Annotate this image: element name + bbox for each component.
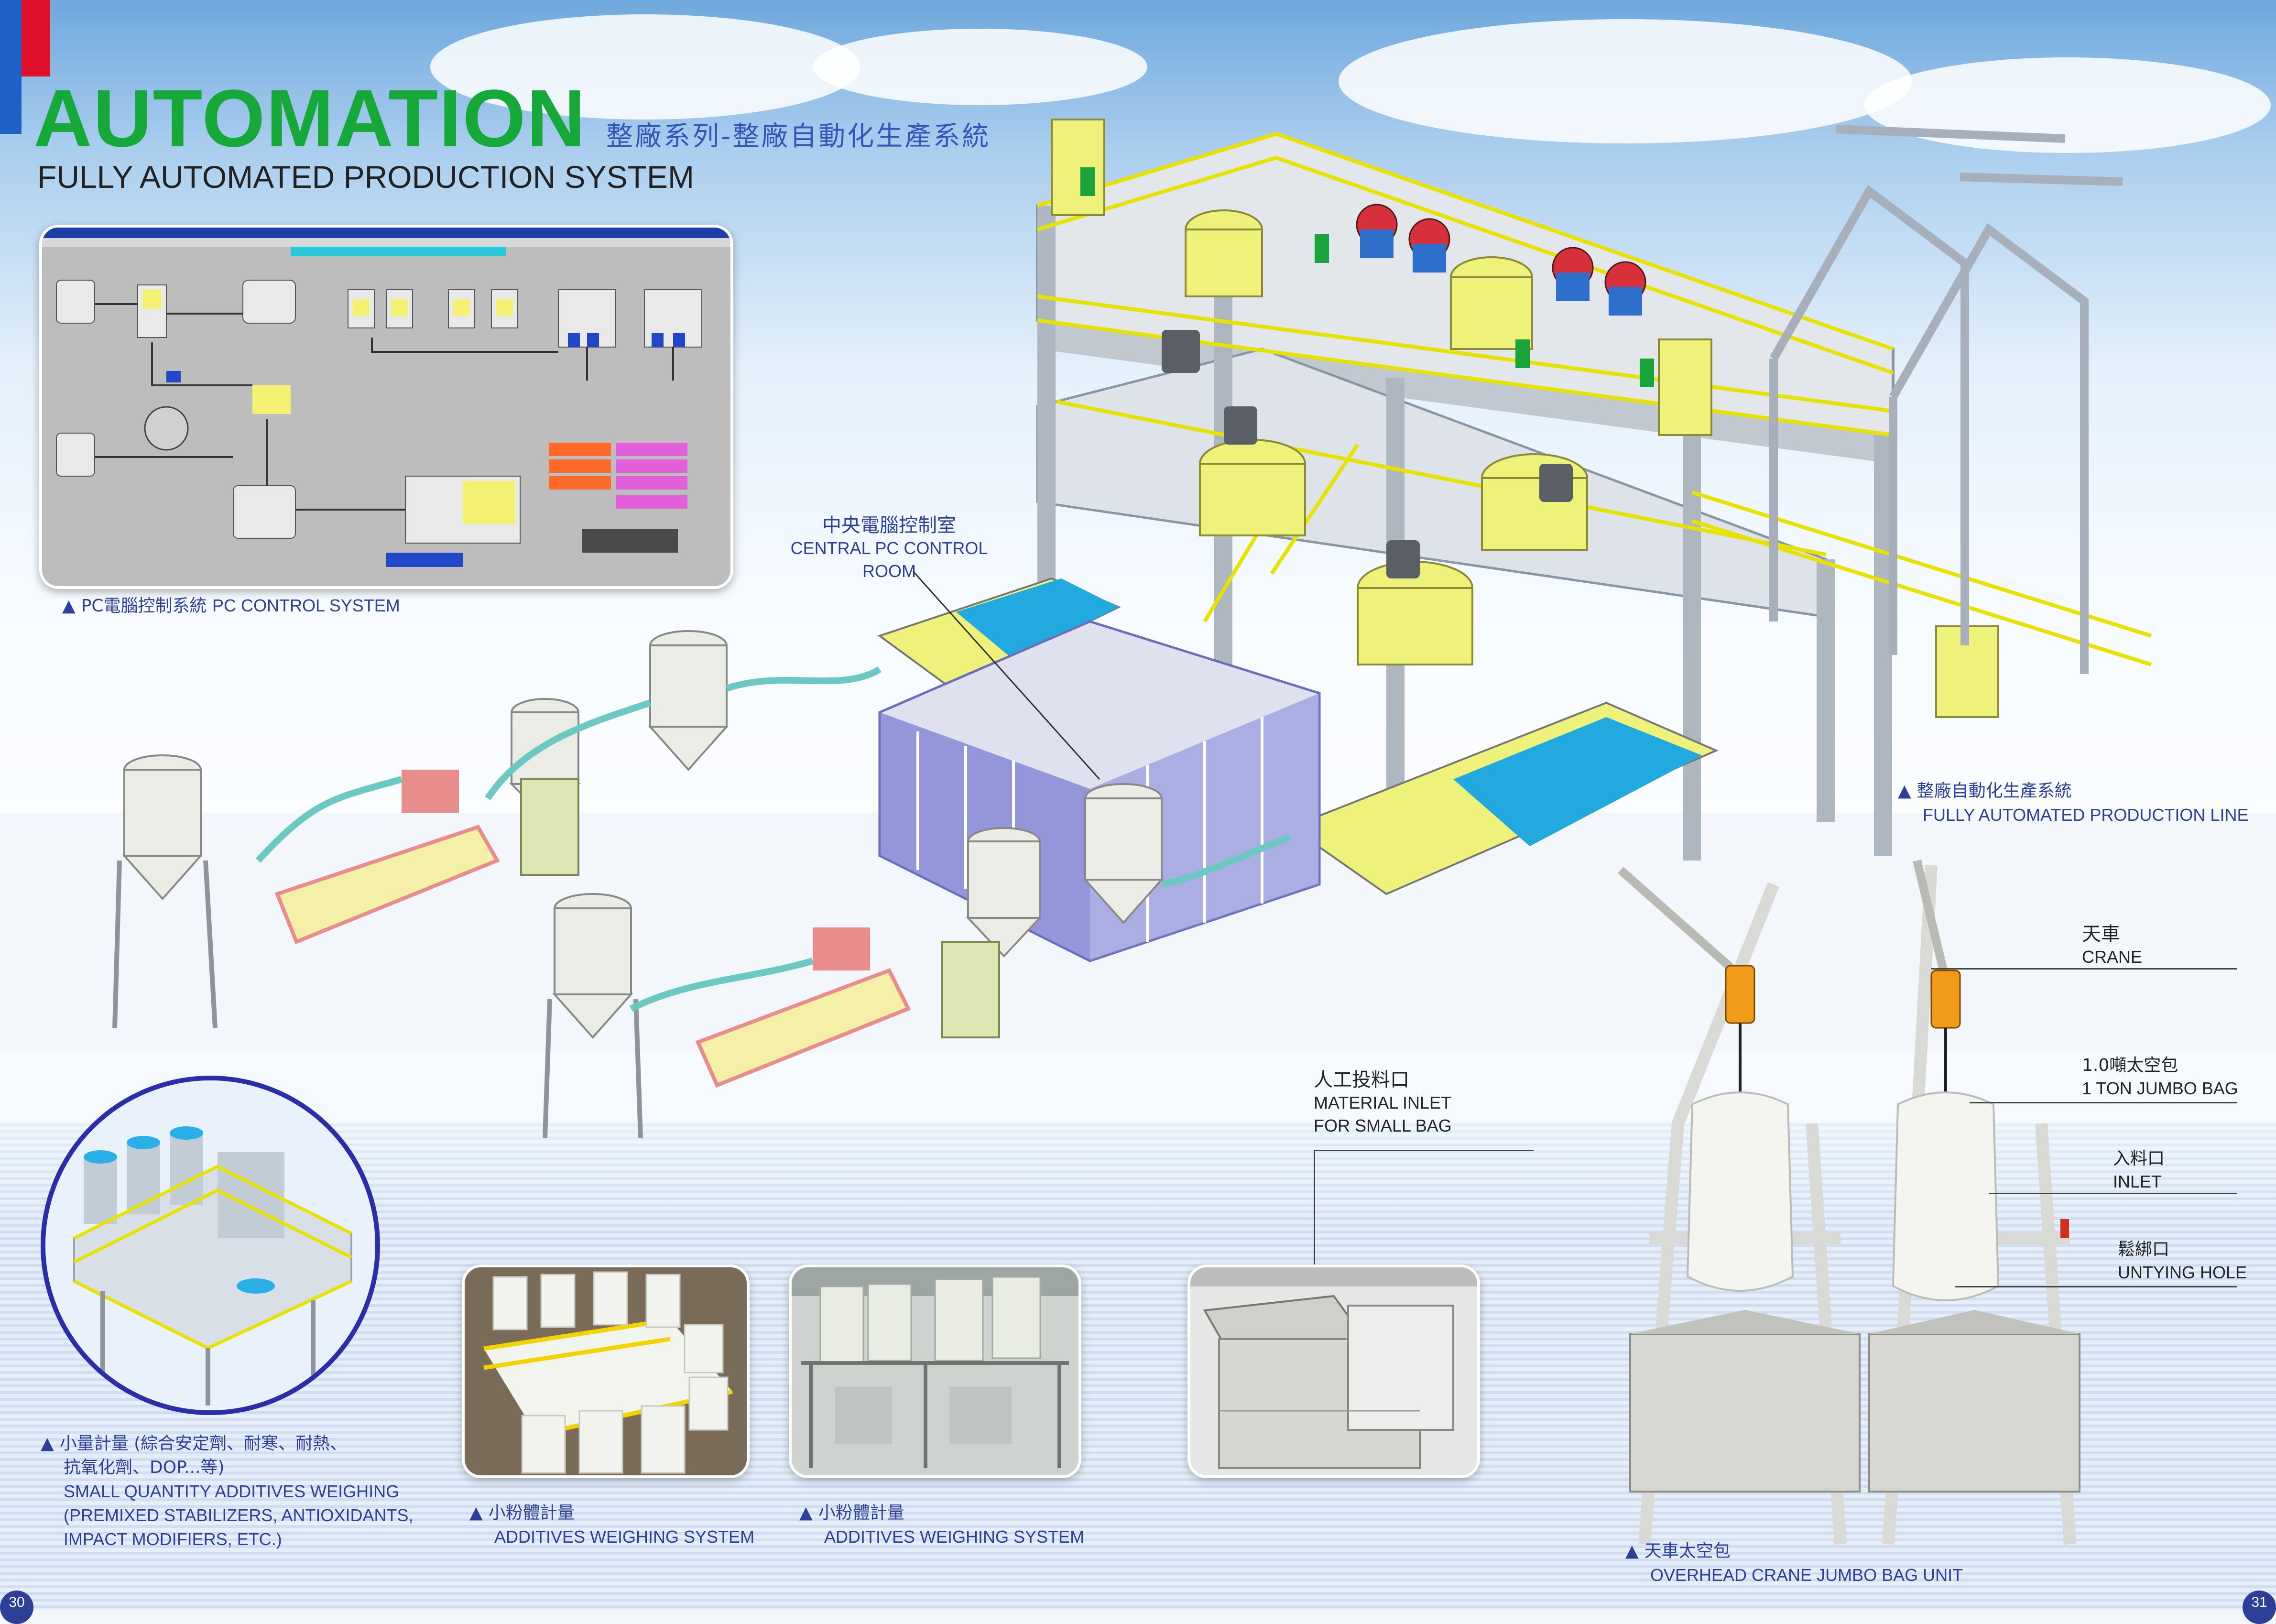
caption-en: OVERHEAD CRANE JUMBO BAG UNIT (1650, 1565, 1963, 1585)
jumbo-bag-label-cn: 1.0噸太空包 (2082, 1056, 2178, 1075)
scada-diagram (42, 228, 730, 567)
material-inlet-label: 人工投料口 MATERIAL INLET FOR SMALL BAG (1314, 1068, 1452, 1137)
caption-cn: 小粉體計量 (818, 1503, 904, 1523)
additives-photo-2 (789, 1264, 1081, 1478)
crane-label: 天車 CRANE (2082, 923, 2142, 969)
jumbo-bag-leader (1970, 1102, 2237, 1103)
caption-cn-line-2: 抗氧化劑、DOP...等) (64, 1458, 225, 1477)
material-inlet-leader-h (1314, 1150, 1534, 1151)
cloud (1339, 19, 1912, 143)
crane-label-cn: 天車 (2082, 923, 2120, 945)
page-number-left: 30 (0, 1591, 33, 1624)
caption-cn: 天車太空包 (1644, 1541, 1731, 1561)
pc-control-caption: ▲PC電腦控制系統 PC CONTROL SYSTEM (62, 594, 400, 618)
page-title-chinese: 整廠系列-整廠自動化生產系統 (606, 121, 991, 152)
caption-en-line-1: SMALL QUANTITY ADDITIVES WEIGHING (64, 1482, 400, 1501)
additives-photo-1 (462, 1264, 750, 1478)
page-subtitle: FULLY AUTOMATED PRODUCTION SYSTEM (37, 159, 694, 195)
caption-en-line-2: (PREMIXED STABILIZERS, ANTIOXIDANTS, (64, 1505, 414, 1525)
caption-cn: PC電腦控制系統 (81, 596, 207, 616)
triangle-bullet-icon: ▲ (1625, 1541, 1639, 1561)
material-inlet-label-cn: 人工投料口 (1314, 1069, 1409, 1091)
additives-1-caption: ▲小粉體計量 ADDITIVES WEIGHING SYSTEM (469, 1501, 754, 1549)
crane-jumbo-bag-illustration (1618, 859, 2080, 1545)
pc-control-screen (39, 225, 733, 589)
production-line-caption: ▲ 整廠自動化生產系統 FULLY AUTOMATED PRODUCTION LI… (1898, 779, 2248, 827)
control-room-leader-line (912, 570, 1100, 780)
small-quantity-illustration (45, 1080, 375, 1410)
caption-en: ADDITIVES WEIGHING SYSTEM (494, 1527, 755, 1547)
jumbo-bag-label: 1.0噸太空包 1 TON JUMBO BAG (2082, 1054, 2238, 1100)
triangle-bullet-icon: ▲ (1898, 781, 1911, 801)
production-line-illustration (112, 119, 2152, 1138)
untying-hole-label-en: UNTYING HOLE (2118, 1263, 2247, 1282)
caption-en: ADDITIVES WEIGHING SYSTEM (824, 1527, 1085, 1547)
triangle-bullet-icon: ▲ (469, 1503, 483, 1523)
caption-cn: 小粉體計量 (488, 1503, 575, 1523)
inlet-label: 入料口 INLET (2113, 1147, 2165, 1193)
triangle-bullet-icon: ▲ (41, 1434, 54, 1453)
crane-leader (1931, 968, 2237, 970)
inlet-label-en: INLET (2113, 1172, 2162, 1191)
additives-photo-2-illustration (792, 1267, 1078, 1475)
inlet-leader (1989, 1193, 2237, 1194)
control-room-label: 中央電腦控制室 CENTRAL PC CONTROL ROOM (765, 514, 1013, 583)
additives-photo-1-illustration (465, 1267, 747, 1475)
crane-label-en: CRANE (2082, 947, 2143, 967)
triangle-bullet-icon: ▲ (62, 596, 76, 616)
caption-cn-line-1: 小量計量 (綜合安定劑、耐寒、耐熱、 (59, 1434, 348, 1453)
material-inlet-photo (1187, 1264, 1480, 1478)
control-room-label-cn: 中央電腦控制室 (822, 514, 956, 536)
corner-blue-bar (0, 0, 22, 134)
untying-hole-leader (1955, 1286, 2237, 1287)
additives-2-caption: ▲小粉體計量 ADDITIVES WEIGHING SYSTEM (799, 1501, 1084, 1549)
caption-en: PC CONTROL SYSTEM (212, 596, 400, 615)
material-inlet-leader-v (1314, 1150, 1315, 1264)
control-room-label-en: CENTRAL PC CONTROL ROOM (790, 538, 988, 581)
untying-hole-label: 鬆綁口 UNTYING HOLE (2118, 1238, 2247, 1284)
jumbo-bag-label-en: 1 TON JUMBO BAG (2082, 1079, 2238, 1098)
inlet-label-cn: 入料口 (2113, 1149, 2165, 1168)
caption-en: FULLY AUTOMATED PRODUCTION LINE (1923, 805, 2249, 825)
small-quantity-photo (41, 1076, 380, 1415)
material-inlet-illustration (1190, 1267, 1477, 1475)
caption-en-line-3: IMPACT MODIFIERS, ETC.) (64, 1529, 282, 1549)
untying-hole-label-cn: 鬆綁口 (2118, 1240, 2170, 1259)
crane-unit-caption: ▲天車太空包 OVERHEAD CRANE JUMBO BAG UNIT (1625, 1539, 1963, 1587)
material-inlet-label-en-2: FOR SMALL BAG (1314, 1116, 1452, 1135)
cloud (430, 14, 860, 120)
small-quantity-caption: ▲ 小量計量 (綜合安定劑、耐寒、耐熱、 抗氧化劑、DOP...等) SMALL … (41, 1432, 413, 1551)
page-number-right: 31 (2243, 1591, 2276, 1624)
caption-cn: 整廠自動化生產系統 (1917, 781, 2072, 801)
cloud (813, 29, 1147, 105)
material-inlet-label-en-1: MATERIAL INLET (1314, 1093, 1452, 1112)
page-title: AUTOMATION (33, 73, 587, 164)
triangle-bullet-icon: ▲ (799, 1503, 813, 1523)
